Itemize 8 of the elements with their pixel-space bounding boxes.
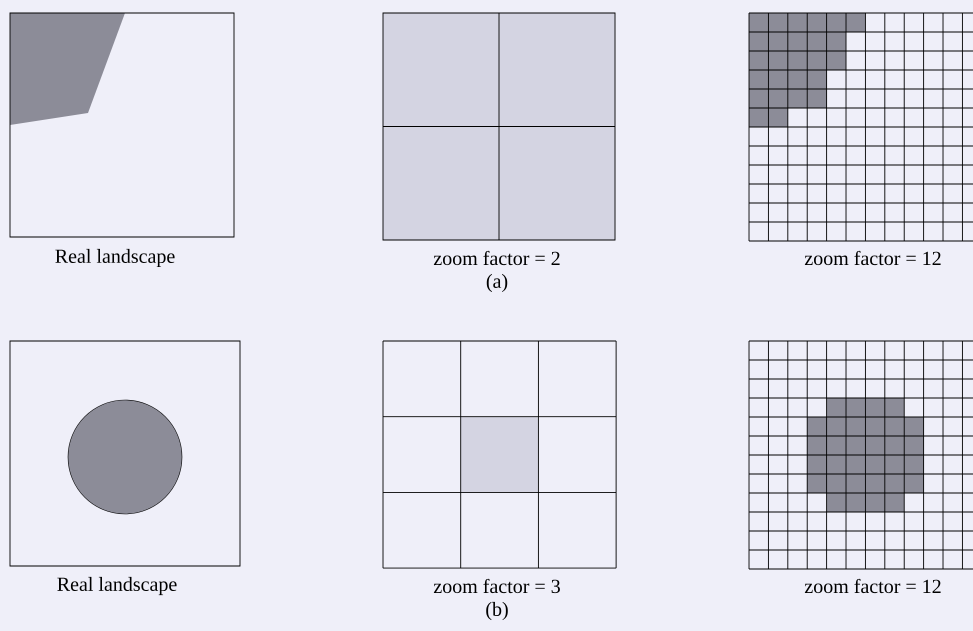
figure-part-label: (b) (486, 602, 508, 620)
panel-caption: zoom factor = 12 (804, 250, 941, 266)
panel-caption: Real landscape (55, 248, 175, 268)
panel-caption: zoom factor = 12 (804, 578, 941, 594)
panel-caption: zoom factor = 3 (434, 578, 560, 594)
panel-caption: Real landscape (57, 576, 177, 596)
panel-caption: zoom factor = 2 (434, 250, 560, 266)
figure-part-label: (a) (486, 274, 508, 292)
